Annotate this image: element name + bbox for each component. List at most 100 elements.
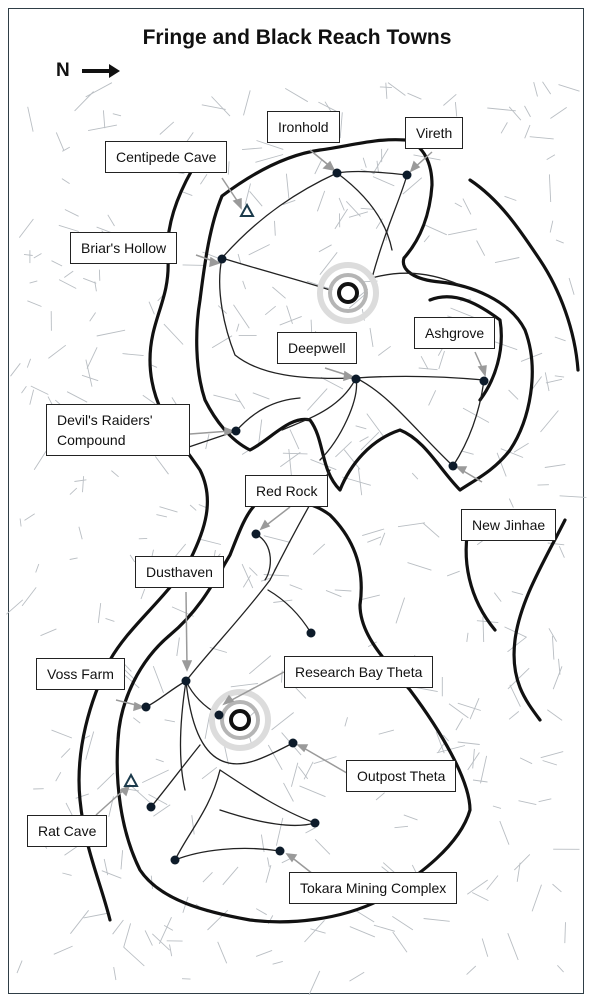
hatch-stroke (500, 122, 508, 134)
hatch-stroke (21, 587, 37, 607)
centipede-cave-icon (239, 202, 255, 217)
hatch-stroke (86, 347, 98, 369)
hatch-stroke (362, 528, 385, 537)
hatch-stroke (102, 110, 106, 129)
hatch-stroke (308, 970, 321, 996)
hatch-stroke (33, 253, 42, 259)
hatch-stroke (180, 190, 193, 197)
hatch-stroke (334, 589, 352, 592)
hatch-stroke (10, 363, 21, 377)
hatch-stroke (89, 312, 96, 322)
west-coast (77, 168, 209, 922)
hatch-stroke (122, 353, 144, 357)
hatch-stroke (457, 702, 481, 711)
cave-markers (123, 202, 255, 787)
hatch-stroke (549, 220, 554, 233)
hatch-stroke (366, 413, 385, 438)
hatch-stroke (213, 394, 242, 403)
hatch-stroke (450, 307, 474, 318)
hatch-stroke (69, 557, 78, 560)
hatch-stroke (29, 389, 35, 405)
hatch-stroke (107, 214, 115, 227)
label-new-jinhae: New Jinhae (461, 509, 557, 541)
hatch-stroke (236, 323, 240, 332)
hatch-stroke (112, 113, 122, 117)
hatch-stroke (83, 912, 110, 919)
hatch-stroke (211, 96, 231, 117)
hatch-stroke (85, 359, 93, 387)
region-outline-south (115, 498, 472, 924)
hatch-stroke (256, 140, 284, 150)
hatch-stroke (205, 434, 210, 450)
hatch-stroke (554, 336, 566, 342)
hatch-stroke (280, 451, 301, 468)
hatch-stroke (96, 772, 115, 790)
peninsula (428, 295, 503, 402)
hatch-stroke (298, 766, 309, 780)
hatch-stroke (524, 124, 531, 139)
hatch-stroke (285, 173, 290, 199)
hatch-stroke (467, 752, 480, 771)
hatch-stroke (519, 757, 533, 765)
hatch-stroke (435, 731, 445, 754)
hatch-stroke (64, 209, 79, 217)
label-red-rock: Red Rock (245, 475, 329, 507)
hatch-stroke (155, 758, 164, 763)
hatch-stroke (367, 536, 382, 543)
hatch-stroke (513, 442, 529, 453)
hatch-stroke (310, 928, 326, 934)
label-ashgrove: Ashgrove (414, 317, 496, 349)
hatch-stroke (545, 378, 563, 384)
hatch-stroke (272, 286, 286, 299)
hatch-stroke (508, 106, 522, 121)
hatch-stroke (64, 270, 74, 278)
hatch-stroke (274, 220, 276, 236)
hatch-stroke (174, 543, 187, 558)
hatch-stroke (544, 372, 550, 392)
hatch-stroke (200, 174, 208, 185)
hatch-stroke (185, 132, 194, 143)
hatch-stroke (255, 949, 273, 957)
hatch-stroke (27, 106, 34, 132)
leader-arrows (95, 149, 487, 879)
hatch-stroke (558, 546, 565, 558)
hatch-stroke (378, 729, 395, 735)
hatch-stroke (129, 554, 136, 563)
hatch-stroke (111, 470, 119, 478)
hatch-stroke (304, 919, 325, 943)
hatch-stroke (394, 825, 409, 829)
hatch-stroke (255, 154, 284, 163)
hatch-stroke (544, 463, 566, 468)
hatch-stroke (27, 300, 42, 307)
hatch-stroke (140, 588, 146, 600)
hatch-stroke (518, 800, 537, 806)
hatch-stroke (496, 452, 507, 477)
hatch-stroke (176, 637, 180, 657)
hatch-stroke (16, 960, 23, 974)
hatch-stroke (96, 329, 126, 337)
hatch-stroke (438, 742, 445, 753)
hatch-stroke (21, 385, 27, 394)
label-vireth: Vireth (405, 117, 464, 149)
hatch-stroke (385, 82, 388, 99)
hatch-stroke (264, 305, 276, 316)
hatch-stroke (476, 240, 486, 256)
hatch-stroke (120, 850, 124, 870)
town-dusthaven-dot (181, 676, 191, 686)
hatch-stroke (263, 535, 291, 543)
hatch-stroke (360, 594, 380, 601)
hatch-stroke (85, 82, 113, 98)
hatch-stroke (53, 945, 73, 955)
hatch-stroke (23, 253, 33, 256)
hatch-stroke (559, 495, 587, 498)
hatch-stroke (454, 102, 458, 117)
hatch-stroke (19, 518, 22, 527)
hatch-stroke (237, 253, 242, 264)
hatch-stroke (407, 562, 432, 571)
hatch-stroke (513, 854, 531, 871)
region-outline-north (195, 138, 534, 492)
hatch-stroke (55, 132, 65, 151)
hatch-stroke (509, 684, 521, 707)
label-rat-cave: Rat Cave (27, 815, 108, 847)
hatch-stroke (548, 174, 552, 203)
